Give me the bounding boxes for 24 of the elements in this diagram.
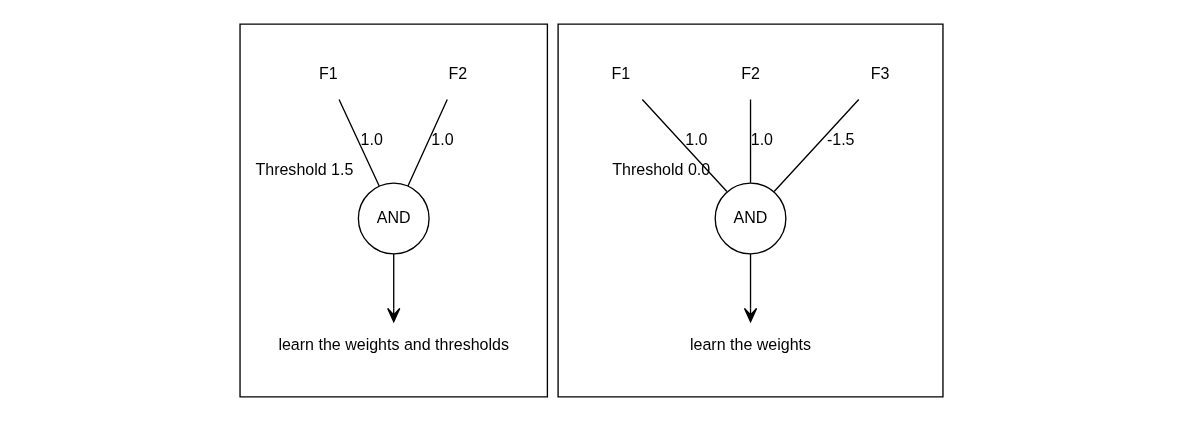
edge-label: -1.5 xyxy=(826,130,855,149)
connector xyxy=(641,98,728,193)
edge-label: 1.0 xyxy=(750,130,773,149)
node-text: F2 xyxy=(448,64,467,83)
connector xyxy=(406,98,448,187)
arrow xyxy=(743,253,757,323)
node-text: F2 xyxy=(740,64,760,83)
cluster xyxy=(556,23,944,398)
node-text: learn the weights and thresholds xyxy=(277,335,509,354)
node-circle: AND xyxy=(714,182,787,255)
connector xyxy=(749,98,751,184)
connector xyxy=(773,98,859,193)
edge-label: 1.0 xyxy=(360,130,383,149)
node-text: F1 xyxy=(318,64,338,83)
arrow xyxy=(386,253,400,323)
node-text: F1 xyxy=(611,64,630,83)
node-text: learn the weights xyxy=(689,335,811,354)
node-circle: AND xyxy=(357,182,430,255)
node-text: F3 xyxy=(870,64,890,83)
node-label: Threshold 1.5 xyxy=(254,160,353,179)
edge-label: 1.0 xyxy=(684,130,708,149)
connector xyxy=(337,98,380,187)
cluster xyxy=(238,23,548,398)
edge-label: 1.0 xyxy=(430,130,454,149)
